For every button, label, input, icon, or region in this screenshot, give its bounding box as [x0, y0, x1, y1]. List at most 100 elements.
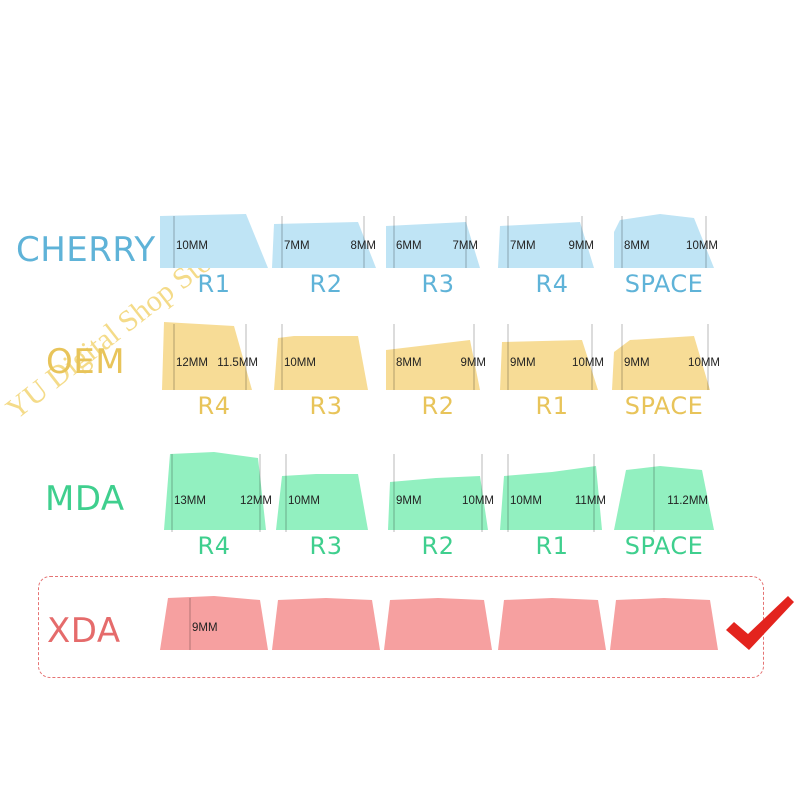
keycap-profile-fill	[272, 598, 380, 650]
cherry-keycap-5: 8MM 10MM	[610, 214, 718, 268]
cherry-row-label-3: R3	[421, 270, 455, 298]
front-height-label: 10MM	[176, 240, 208, 252]
keycap-shape	[274, 324, 368, 390]
cherry-keycap-3: 6MM 7MM	[384, 214, 492, 268]
oem-row-label-1: R4	[197, 392, 231, 420]
checkmark-icon	[722, 592, 798, 661]
back-height-label: 10MM	[462, 495, 494, 507]
oem-keycap-5: 9MM 10MM	[610, 322, 720, 390]
back-height-label: 9MM	[460, 357, 486, 369]
back-height-label: 10MM	[572, 357, 604, 369]
keycap-shape	[614, 214, 714, 268]
oem-row-label-4: R1	[535, 392, 569, 420]
keycap-profile-fill	[160, 214, 268, 268]
front-height-label: 10MM	[288, 495, 320, 507]
front-height-label: 6MM	[396, 240, 422, 252]
mda-row-label-2: R3	[309, 532, 343, 560]
keycap-profile-fill	[614, 214, 714, 268]
back-height-label: 11MM	[574, 495, 606, 507]
xda-keycap-1: 9MM	[160, 596, 268, 650]
mda-keycap-4: 10MM 11MM	[498, 452, 606, 532]
back-height-label: 12MM	[240, 495, 272, 507]
keycap-profile-fill	[498, 222, 594, 268]
xda-keycap-5	[610, 596, 718, 650]
keycap-profile-fill	[498, 598, 606, 650]
keycap-profile-fill	[276, 474, 368, 530]
mda-keycap-1: 13MM 12MM	[160, 452, 272, 532]
keycap-profile-fill	[386, 222, 480, 268]
oem-keycap-3: 8MM 9MM	[384, 322, 492, 390]
oem-keycap-2: 10MM	[272, 322, 380, 390]
oem-row-label-3: R2	[421, 392, 455, 420]
keycap-profile-fill	[500, 340, 598, 390]
keycap-profile-fill	[164, 452, 266, 530]
profile-label-xda: XDA	[47, 611, 121, 651]
keycap-shape	[384, 598, 492, 650]
keycap-shape	[272, 598, 380, 650]
front-height-label: 9MM	[510, 357, 536, 369]
mda-row-label-1: R4	[197, 532, 231, 560]
mda-row-label-3: R2	[421, 532, 455, 560]
front-height-label: 9MM	[624, 357, 650, 369]
keycap-profile-fill	[612, 336, 710, 390]
keycap-shape	[500, 324, 598, 390]
front-height-label: 8MM	[624, 240, 650, 252]
cherry-row-label-5: SPACE	[624, 270, 704, 298]
keycap-shape	[388, 454, 488, 532]
front-height-label: 8MM	[396, 357, 422, 369]
front-height-label: 9MM	[192, 622, 218, 634]
back-height-label: 10MM	[686, 240, 718, 252]
profile-label-cherry: CHERRY	[16, 230, 156, 270]
keycap-shape	[386, 216, 480, 268]
mda-row-label-4: R1	[535, 532, 569, 560]
back-height-label: 8MM	[350, 240, 376, 252]
keycap-shape	[612, 324, 710, 390]
front-height-label: 12MM	[176, 357, 208, 369]
profile-label-oem: OEM	[46, 342, 126, 382]
keycap-shape	[276, 454, 368, 532]
keycap-shape	[162, 322, 252, 390]
keycap-profile-fill	[614, 466, 714, 530]
keycap-shape	[386, 324, 480, 390]
keycap-profile-fill	[160, 596, 268, 650]
keycap-shape	[614, 454, 714, 532]
keycap-shape	[160, 596, 268, 650]
cherry-row-label-2: R2	[309, 270, 343, 298]
mda-keycap-2: 10MM	[272, 452, 380, 532]
front-height-label: 13MM	[174, 495, 206, 507]
keycap-profile-fill	[610, 598, 718, 650]
keycap-profile-fill	[388, 476, 488, 530]
keycap-shape	[272, 216, 376, 268]
cherry-keycap-2: 7MM 8MM	[272, 214, 380, 268]
keycap-shape	[498, 598, 606, 650]
oem-keycap-4: 9MM 10MM	[498, 322, 606, 390]
keycap-profile-fill	[384, 598, 492, 650]
xda-keycap-2	[272, 596, 380, 650]
front-height-label: 7MM	[284, 240, 310, 252]
front-height-label: 9MM	[396, 495, 422, 507]
keycap-profile-fill	[386, 340, 480, 390]
xda-keycap-3	[384, 596, 492, 650]
cherry-row-label-4: R4	[535, 270, 569, 298]
cherry-keycap-1: 10MM	[160, 214, 268, 268]
xda-keycap-4	[498, 596, 606, 650]
oem-row-label-2: R3	[309, 392, 343, 420]
back-height-label: 11.2MM	[667, 495, 708, 507]
keycap-profile-fill	[272, 222, 376, 268]
front-height-label: 10MM	[510, 495, 542, 507]
cherry-row-label-1: R1	[197, 270, 231, 298]
oem-row-label-5: SPACE	[624, 392, 704, 420]
back-height-label: 7MM	[452, 240, 478, 252]
mda-keycap-3: 9MM 10MM	[384, 452, 494, 532]
back-height-label: 11.5MM	[217, 357, 258, 369]
keycap-shape	[610, 598, 718, 650]
front-height-label: 7MM	[510, 240, 536, 252]
profile-label-mda: MDA	[45, 479, 125, 519]
mda-row-label-5: SPACE	[624, 532, 704, 560]
front-height-label: 10MM	[284, 357, 316, 369]
back-height-label: 10MM	[688, 357, 720, 369]
keycap-profile-fill	[500, 466, 602, 530]
keycap-shape	[498, 216, 594, 268]
keycap-profile-fill	[274, 336, 368, 390]
